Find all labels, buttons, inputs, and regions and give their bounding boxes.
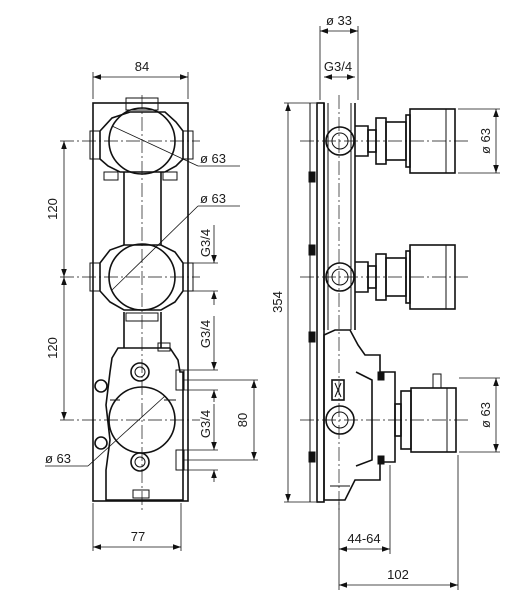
front-thread-3-label: G3/4 <box>198 410 213 438</box>
side-knob-diameter-1-label: ø 63 <box>478 128 493 154</box>
front-diameter-middle-label: ø 63 <box>200 191 226 206</box>
side-wall-plate <box>316 102 325 503</box>
side-thread-top-label: G3/4 <box>324 59 352 74</box>
side-wall-depth-label: 44-64 <box>347 531 380 546</box>
front-spacing-upper-label: 120 <box>45 198 60 220</box>
front-outlet-spacing-label: 80 <box>235 413 250 427</box>
top-valve-body <box>89 97 194 181</box>
front-width-bottom-label: 77 <box>131 529 145 544</box>
side-view: ø 33 G3/4 354 ø 63 ø 63 44-64 102 <box>270 13 500 590</box>
side-projection-label: 102 <box>387 567 409 582</box>
front-diameter-bottom-label: ø 63 <box>45 451 71 466</box>
front-spacing-lower-label: 120 <box>45 337 60 359</box>
front-thread-1-label: G3/4 <box>198 229 213 257</box>
side-knob-diameter-2-label: ø 63 <box>478 402 493 428</box>
front-view: 84 77 120 120 ø 63 ø 63 ø 63 G3/4 G3/4 <box>45 59 258 551</box>
front-thread-2-label: G3/4 <box>198 320 213 348</box>
side-height-total-label: 354 <box>270 291 285 313</box>
front-back-plate <box>92 102 189 502</box>
bottom-valve-body <box>94 342 185 501</box>
front-diameter-top-label: ø 63 <box>200 151 226 166</box>
front-width-top-label: 84 <box>135 59 149 74</box>
side-pipe-diameter-label: ø 33 <box>326 13 352 28</box>
middle-valve-body <box>89 243 194 322</box>
